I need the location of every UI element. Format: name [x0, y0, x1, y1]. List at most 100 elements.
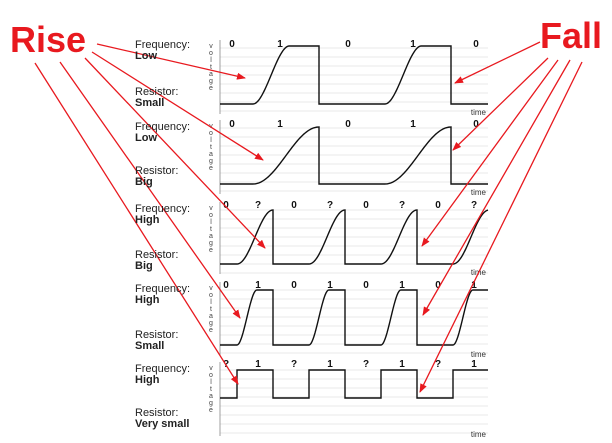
rise-arrow	[59, 61, 241, 319]
signal-layer	[220, 45, 489, 399]
bit-label: 1	[255, 280, 261, 291]
bit-label: ?	[399, 200, 405, 211]
panel-1-frequency: Frequency: Low	[135, 40, 190, 62]
fall-callout: Fall	[540, 15, 603, 56]
panel-1-grid	[219, 40, 488, 114]
resistor-label: Resistor:	[135, 165, 179, 177]
panel-2-resistor: Resistor: Big	[135, 166, 178, 188]
y-axis-label-letter: g	[209, 78, 213, 85]
panel-2-grid	[219, 120, 488, 194]
bit-label: 0	[363, 280, 369, 291]
y-axis-label-letter: v	[209, 123, 213, 130]
bit-label: 1	[277, 119, 283, 130]
y-axis-label-letter: g	[209, 240, 213, 247]
bit-label: 0	[291, 280, 297, 291]
y-axis-label-letter: a	[209, 151, 213, 158]
frequency-value: High	[135, 214, 160, 226]
resistor-label: Resistor:	[135, 249, 179, 261]
bit-label: ?	[291, 359, 297, 370]
bit-label: ?	[435, 359, 441, 370]
frequency-label: Frequency:	[135, 203, 191, 215]
y-axis-label-letter: o	[209, 130, 213, 137]
frequency-label: Frequency:	[135, 363, 191, 375]
bit-label: 0	[291, 200, 297, 211]
bit-label: ?	[255, 200, 261, 211]
frequency-value: Low	[135, 50, 157, 62]
bit-label: 0	[345, 39, 351, 50]
bit-label: 0	[473, 119, 479, 130]
rise-callout: Rise	[10, 19, 87, 60]
y-axis-label-letter: o	[209, 292, 213, 299]
rise-arrow	[91, 51, 264, 161]
panel-4-frequency: Frequency: High	[135, 284, 190, 306]
y-axis-label-letter: t	[210, 64, 212, 71]
frequency-label: Frequency:	[135, 283, 191, 295]
bit-label: ?	[471, 200, 477, 211]
arrow-layer	[34, 41, 583, 393]
y-axis-label-letter: t	[210, 306, 212, 313]
y-axis-label-letter: t	[210, 386, 212, 393]
resistor-value: Small	[135, 340, 165, 352]
bit-label: 0	[363, 200, 369, 211]
bit-label: 0	[435, 280, 441, 291]
y-axis-label-letter: a	[209, 313, 213, 320]
y-axis-label-letter: a	[209, 71, 213, 78]
bit-label: 1	[399, 359, 405, 370]
panel-1-waveform	[220, 45, 488, 105]
panel-2-waveform	[220, 126, 488, 185]
fall-arrow	[419, 61, 583, 393]
y-axis-label-letter: e	[209, 407, 213, 414]
y-axis-label-letter: l	[210, 379, 212, 386]
panel-2-frequency: Frequency: Low	[135, 122, 190, 144]
rise-arrow	[84, 57, 266, 249]
bit-label: 0	[345, 119, 351, 130]
y-axis-label-letter: v	[209, 285, 213, 292]
resistor-value: Very small	[135, 418, 190, 430]
x-axis-label: time	[471, 108, 487, 117]
fall-arrow	[421, 59, 559, 247]
x-axis-label: time	[471, 430, 487, 439]
y-axis-label-letter: o	[209, 212, 213, 219]
bit-label: ?	[327, 200, 333, 211]
fall-arrow	[422, 59, 571, 316]
panel-5-waveform	[220, 369, 488, 399]
fall-arrow	[452, 57, 549, 151]
y-axis-label-letter: a	[209, 233, 213, 240]
bit-label: 1	[471, 359, 477, 370]
frequency-value: Low	[135, 132, 157, 144]
y-axis-label-letter: v	[209, 205, 213, 212]
panel-3-resistor: Resistor: Big	[135, 250, 178, 272]
resistor-label: Resistor:	[135, 329, 179, 341]
frequency-value: High	[135, 294, 160, 306]
bit-label: 1	[471, 280, 477, 291]
bit-label: 1	[277, 39, 283, 50]
resistor-value: Small	[135, 97, 165, 109]
bit-label: 1	[255, 359, 261, 370]
bit-label: ?	[363, 359, 369, 370]
y-axis-label-letter: v	[209, 43, 213, 50]
y-axis-label-letter: o	[209, 372, 213, 379]
panel-5-frequency: Frequency: High	[135, 364, 190, 386]
bit-label: 1	[410, 39, 416, 50]
y-axis-label-letter: l	[210, 137, 212, 144]
x-axis-label: time	[471, 188, 487, 197]
frequency-label: Frequency:	[135, 39, 191, 51]
bit-label: 0	[229, 119, 235, 130]
panel-5-resistor: Resistor: Very small	[135, 408, 189, 430]
y-axis-label-letter: l	[210, 219, 212, 226]
resistor-label: Resistor:	[135, 86, 179, 98]
grid-layer	[219, 40, 488, 436]
y-axis-label-letter: e	[209, 327, 213, 334]
resistor-value: Big	[135, 176, 153, 188]
y-axis-label-letter: l	[210, 57, 212, 64]
y-axis-label-letter: g	[209, 158, 213, 165]
y-axis-label-letter: e	[209, 247, 213, 254]
y-axis-label-letter: e	[209, 165, 213, 172]
bit-label: 0	[223, 200, 229, 211]
y-axis-label-letter: a	[209, 393, 213, 400]
bit-label: 1	[399, 280, 405, 291]
rise-arrow	[96, 43, 246, 80]
y-axis-label-letter: g	[209, 400, 213, 407]
resistor-label: Resistor:	[135, 407, 179, 419]
bit-label: 0	[473, 39, 479, 50]
